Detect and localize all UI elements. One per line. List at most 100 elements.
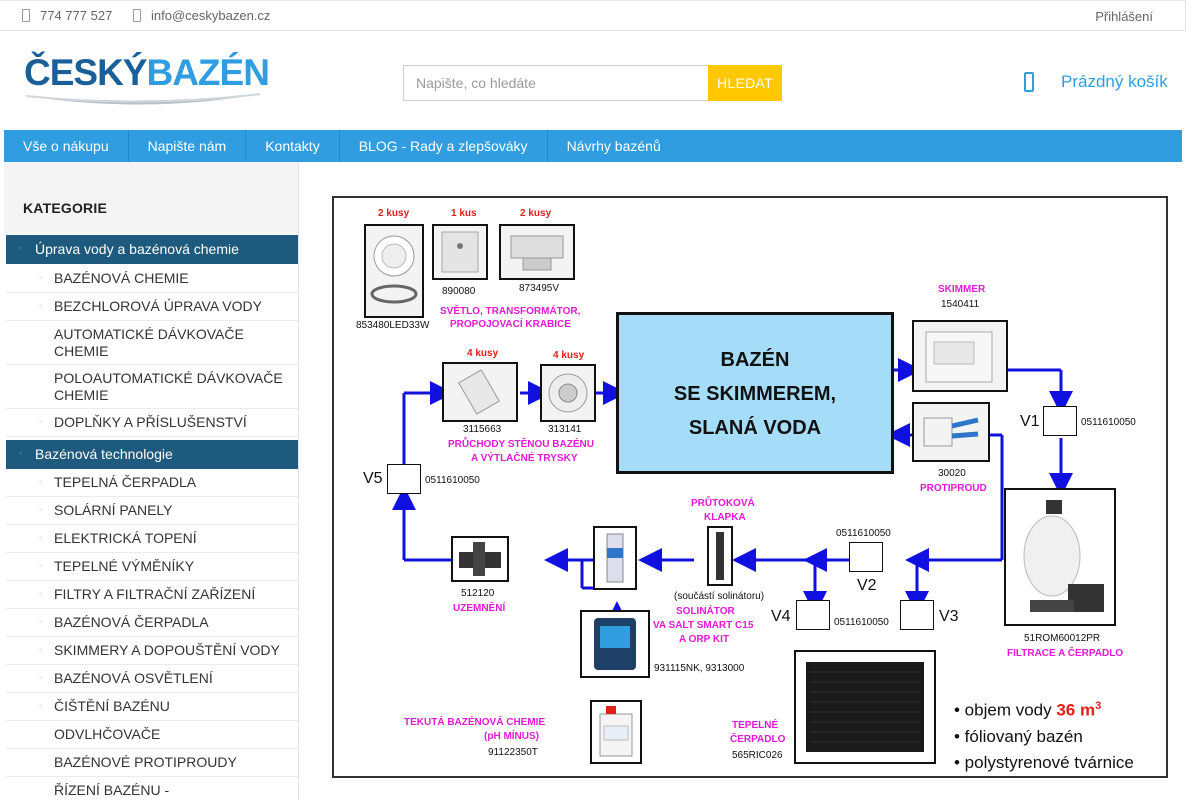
subcategory-item[interactable]: ◦BAZÉNOVÁ CHEMIE bbox=[6, 265, 298, 293]
subcategory-label: ČIŠTĚNÍ BAZÉNU bbox=[54, 698, 170, 714]
category-sidebar: KATEGORIE Úprava vody a bazénová chemie … bbox=[4, 162, 299, 800]
heat-pump-icon bbox=[806, 662, 924, 752]
qty-label: 4 kusy bbox=[553, 350, 585, 361]
search-bar: HLEDAT bbox=[403, 65, 782, 101]
product-code: 91122350T bbox=[488, 747, 538, 758]
nav-item-pool-designs[interactable]: Návrhy bazénů bbox=[566, 138, 661, 154]
phone-contact[interactable]: 774 777 527 bbox=[22, 8, 112, 23]
nav-item-blog[interactable]: BLOG - Rady a zlepšováky bbox=[340, 130, 548, 162]
subcategory-item[interactable]: ◦DOPLŇKY A PŘÍSLUŠENSTVÍ bbox=[6, 409, 298, 437]
chemistry-label: TEKUTÁ BAZÉNOVÁ CHEMIE bbox=[404, 717, 546, 728]
counterflow-image bbox=[912, 402, 990, 462]
sidebar-header-bg bbox=[4, 162, 298, 234]
product-code: 890080 bbox=[442, 286, 476, 297]
login-link[interactable]: Přihlášení bbox=[1095, 9, 1153, 24]
subcategory-item[interactable]: AUTOMATICKÉ DÁVKOVAČE CHEMIE bbox=[6, 321, 298, 365]
nav-item-write-us[interactable]: Napište nám bbox=[129, 130, 247, 162]
passage-label-2: A VÝTLAČNÉ TRYSKY bbox=[471, 453, 578, 464]
subcategory-item[interactable]: ODVLHČOVAČE bbox=[6, 721, 298, 749]
subcategory-label: ELEKTRICKÁ TOPENÍ bbox=[54, 530, 197, 546]
subcategory-item[interactable]: ◦SOLÁRNÍ PANELY bbox=[6, 497, 298, 525]
spec-blocks: • polystyrenové tvárnice bbox=[954, 752, 1134, 772]
header: ČESKÝBAZÉN HLEDAT Prázdný košík bbox=[0, 32, 1186, 130]
product-code: 0511610050 bbox=[1081, 417, 1136, 428]
heat-pump-label-2: ČERPADLO bbox=[730, 734, 786, 745]
subcategory-item[interactable]: ◦TEPELNÁ ČERPADLA bbox=[6, 469, 298, 497]
subcategory-label: SKIMMERY A DOPOUŠTĚNÍ VODY bbox=[54, 642, 280, 658]
subcategory-label: BAZÉNOVÁ CHEMIE bbox=[54, 270, 189, 286]
subcategory-item[interactable]: ◦SKIMMERY A DOPOUŠTĚNÍ VODY bbox=[6, 637, 298, 665]
product-code: 853480LED33W bbox=[356, 320, 430, 331]
light-icon bbox=[370, 235, 418, 304]
valve-label: V4 bbox=[771, 608, 791, 625]
product-code: 0511610050 bbox=[425, 475, 480, 486]
pool-diagram: BAZÉN SE SKIMMEREM, SLANÁ VODA 2 kusy 1 … bbox=[332, 196, 1168, 778]
spec-volume-unit-sup: 3 bbox=[1095, 700, 1102, 712]
subcategory-label: ODVLHČOVAČE bbox=[54, 726, 161, 742]
spec-volume: • objem vody 36 m3 bbox=[954, 693, 1134, 724]
category-pool-technology[interactable]: Bazénová technologie bbox=[6, 439, 298, 469]
subcategory-label: SOLÁRNÍ PANELY bbox=[54, 502, 173, 518]
phone-icon bbox=[22, 9, 30, 22]
search-input[interactable] bbox=[403, 65, 708, 101]
email-address[interactable]: info@ceskybazen.cz bbox=[151, 8, 271, 23]
qty-label: 4 kusy bbox=[467, 348, 499, 359]
pool-specs: • objem vody 36 m3 • fóliovaný bazén • p… bbox=[954, 693, 1134, 776]
filter-pump-image bbox=[1004, 488, 1116, 626]
heat-pump-label: TEPELNÉ bbox=[732, 720, 779, 731]
product-code: 0511610050 bbox=[836, 528, 891, 539]
subcategory-item[interactable]: ŘÍZENÍ BAZÉNU - bbox=[6, 777, 298, 805]
chemistry-label-2: (pH MÍNUS) bbox=[484, 731, 539, 742]
pool-line-2: SE SKIMMEREM, bbox=[673, 383, 837, 405]
subcategory-item[interactable]: ◦BAZÉNOVÁ OSVĚTLENÍ bbox=[6, 665, 298, 693]
product-code: 931115NK, 9313000 bbox=[654, 663, 745, 674]
subcategory-item[interactable]: ◦ČIŠTĚNÍ BAZÉNU bbox=[6, 693, 298, 721]
transformer-image bbox=[432, 224, 488, 280]
product-code: 313141 bbox=[548, 424, 582, 435]
subcategory-label: ŘÍZENÍ BAZÉNU - bbox=[54, 782, 170, 798]
wall-passage-image bbox=[442, 362, 518, 422]
flow-flap-label-2: KLAPKA bbox=[704, 512, 746, 523]
passage-label: PRŮCHODY STĚNOU BAZÉNU bbox=[448, 439, 594, 450]
site-logo[interactable]: ČESKÝBAZÉN bbox=[24, 54, 270, 114]
salt-cell-icon bbox=[606, 533, 624, 583]
subcategory-item[interactable]: ◦ELEKTRICKÁ TOPENÍ bbox=[6, 525, 298, 553]
subcategory-label: TEPELNÉ VÝMĚNÍKY bbox=[54, 558, 195, 574]
logo-wave-icon bbox=[25, 93, 261, 105]
subcategory-item[interactable]: ◦FILTRY A FILTRAČNÍ ZAŘÍZENÍ bbox=[6, 581, 298, 609]
product-code: 30020 bbox=[938, 468, 966, 479]
subcategory-item[interactable]: ◦BAZÉNOVÁ ČERPADLA bbox=[6, 609, 298, 637]
nozzle-icon bbox=[548, 373, 588, 413]
qty-label: 1 kus bbox=[451, 208, 477, 219]
search-button[interactable]: HLEDAT bbox=[708, 65, 782, 101]
chemistry-canister-image bbox=[590, 700, 642, 764]
email-contact[interactable]: info@ceskybazen.cz bbox=[133, 8, 270, 23]
wall-passage-icon bbox=[458, 369, 500, 415]
cart-link[interactable]: Prázdný košík bbox=[1024, 72, 1168, 92]
subcategory-item[interactable]: BAZÉNOVÉ PROTIPROUDY bbox=[6, 749, 298, 777]
subcategory-label: BEZCHLOROVÁ ÚPRAVA VODY bbox=[54, 298, 262, 314]
junction-box-icon bbox=[510, 235, 564, 271]
transformer-icon bbox=[441, 231, 479, 273]
product-code: 0511610050 bbox=[834, 617, 889, 628]
skimmer-icon bbox=[925, 331, 993, 383]
heat-pump-image bbox=[794, 650, 936, 764]
subcategory-item[interactable]: ◦BEZCHLOROVÁ ÚPRAVA VODY bbox=[6, 293, 298, 321]
nav-item-shopping[interactable]: Vše o nákupu bbox=[4, 130, 129, 162]
nav-item-contacts[interactable]: Kontakty bbox=[246, 130, 340, 162]
salt-cell-image bbox=[593, 526, 637, 590]
valve-label: V2 bbox=[857, 577, 877, 594]
earthing-icon bbox=[459, 542, 501, 576]
solinator-label: SOLINÁTOR bbox=[676, 606, 735, 617]
valve-label: V3 bbox=[939, 608, 959, 625]
skimmer-label: SKIMMER bbox=[938, 284, 986, 295]
phone-number[interactable]: 774 777 527 bbox=[40, 8, 113, 23]
flow-flap-label: PRŮTOKOVÁ bbox=[691, 498, 755, 509]
subcategory-item[interactable]: ◦TEPELNÉ VÝMĚNÍKY bbox=[6, 553, 298, 581]
ball-valve-icon bbox=[900, 600, 934, 630]
pool-box: BAZÉN SE SKIMMEREM, SLANÁ VODA bbox=[616, 312, 894, 474]
subcategory-label: BAZÉNOVÁ OSVĚTLENÍ bbox=[54, 670, 213, 686]
category-water-treatment[interactable]: Úprava vody a bazénová chemie bbox=[6, 234, 298, 264]
subcategory-item[interactable]: POLOAUTOMATICKÉ DÁVKOVAČE CHEMIE bbox=[6, 365, 298, 409]
product-code: 51ROM60012PR bbox=[1024, 633, 1101, 644]
